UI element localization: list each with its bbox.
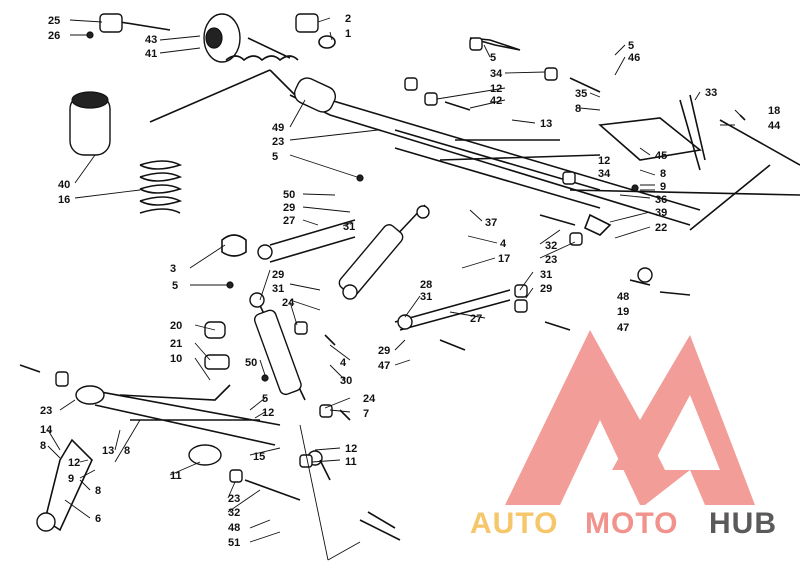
callout-22: 32 <box>545 240 557 252</box>
callout-4: 4 <box>500 238 507 250</box>
callout-8b: 8 <box>660 168 666 180</box>
callout-10: 30 <box>340 375 352 387</box>
callout-12d: 12 <box>345 443 357 455</box>
callout-5: 5 <box>272 151 278 163</box>
callout-4b: 4 <box>340 357 347 369</box>
callout-5b: 5 <box>490 52 496 64</box>
parts-illustration <box>19 13 800 541</box>
callout-9: 9 <box>660 181 666 193</box>
callout-28b: 47 <box>378 360 390 372</box>
callout-49: 49 <box>272 122 284 134</box>
callout-20: 21 <box>170 338 182 350</box>
callout-5d: 5 <box>172 280 178 292</box>
callout-29: 29 <box>283 202 295 214</box>
callout-3: 24 <box>282 297 295 309</box>
callout-7: 14 <box>40 424 53 436</box>
callout-26: 26 <box>48 30 60 42</box>
callout-29b: 29 <box>272 269 284 281</box>
callout-23: 23 <box>272 136 284 148</box>
callout-12c: 12 <box>262 407 274 419</box>
callout-36: 36 <box>655 194 667 206</box>
callout-44: 44 <box>768 120 781 132</box>
leader-lines <box>47 17 741 561</box>
callout-14: 15 <box>253 451 265 463</box>
callout-31c: 31 <box>540 269 552 281</box>
callout-25: 25 <box>48 15 60 27</box>
callout-8c: 8 <box>40 440 46 452</box>
callout-8e: 8 <box>95 485 101 497</box>
watermark-wordmark: AUTO MOTO HUB <box>470 507 777 540</box>
callout-43: 43 <box>145 34 157 46</box>
watermark-moto: MOTO <box>585 507 678 540</box>
callout-23b: 23 <box>545 254 557 266</box>
callout-1: 1 <box>345 28 351 40</box>
callout-46: 46 <box>628 52 640 64</box>
callout-35: 35 <box>575 88 587 100</box>
callout-9b: 9 <box>68 473 74 485</box>
callout-29c: 29 <box>540 283 552 295</box>
callout-3b: 24 <box>363 393 376 405</box>
callout-2: 2 <box>345 13 351 25</box>
callout-5c: 5 <box>628 40 634 52</box>
watermark-hub: HUB <box>709 507 777 540</box>
callout-51: 51 <box>228 537 240 549</box>
callout-32: 17 <box>498 253 510 265</box>
callout-38: 39 <box>655 207 667 219</box>
callout-40: 40 <box>58 179 70 191</box>
callout-41: 41 <box>145 48 157 60</box>
callout-50: 50 <box>283 189 295 201</box>
callout-34: 34 <box>490 68 503 80</box>
callout-13: 13 <box>540 118 552 130</box>
watermark-logo <box>505 330 755 505</box>
callout-21: 10 <box>170 353 182 365</box>
callout-5e: 5 <box>262 393 268 405</box>
callout-31: 31 <box>343 221 355 233</box>
callout-18: 18 <box>768 105 780 117</box>
callout-34b: 34 <box>598 168 611 180</box>
callout-45: 45 <box>655 150 667 162</box>
callout-31d: 31 <box>420 291 432 303</box>
callout-48: 19 <box>617 306 629 318</box>
callout-13b: 13 <box>102 445 114 457</box>
callout-39: 22 <box>655 222 667 234</box>
callout-29d: 29 <box>378 345 390 357</box>
callout-12e: 12 <box>68 457 80 469</box>
callout-24: 28 <box>420 279 432 291</box>
watermark-auto: AUTO <box>470 507 558 540</box>
callout-8d: 8 <box>124 445 130 457</box>
callout-27: 27 <box>283 215 295 227</box>
callout-47: 48 <box>617 291 629 303</box>
callout-17: 3 <box>170 263 176 275</box>
callout-23c: 23 <box>40 405 52 417</box>
callout-37: 37 <box>485 217 497 229</box>
callout-15: 11 <box>345 456 357 468</box>
callout-33: 33 <box>705 87 717 99</box>
callout-6: 6 <box>95 513 101 525</box>
callout-23d: 23 <box>228 493 240 505</box>
callout-47b: 48 <box>228 522 240 534</box>
callout-19: 20 <box>170 320 182 332</box>
callout-labels: 25 26 43 41 2 1 40 16 49 23 5 5 34 12 42… <box>40 13 781 549</box>
callout-12b: 12 <box>598 155 610 167</box>
callout-30: 7 <box>363 408 369 420</box>
callout-27b: 27 <box>470 313 482 325</box>
callout-28: 47 <box>617 322 629 334</box>
callout-31b: 31 <box>272 283 284 295</box>
callout-42: 42 <box>490 95 502 107</box>
callout-16: 16 <box>58 194 70 206</box>
callout-12: 12 <box>490 83 502 95</box>
callout-11: 11 <box>170 470 182 482</box>
callout-22b: 32 <box>228 507 240 519</box>
callout-50b: 50 <box>245 357 257 369</box>
callout-8: 8 <box>575 103 581 115</box>
